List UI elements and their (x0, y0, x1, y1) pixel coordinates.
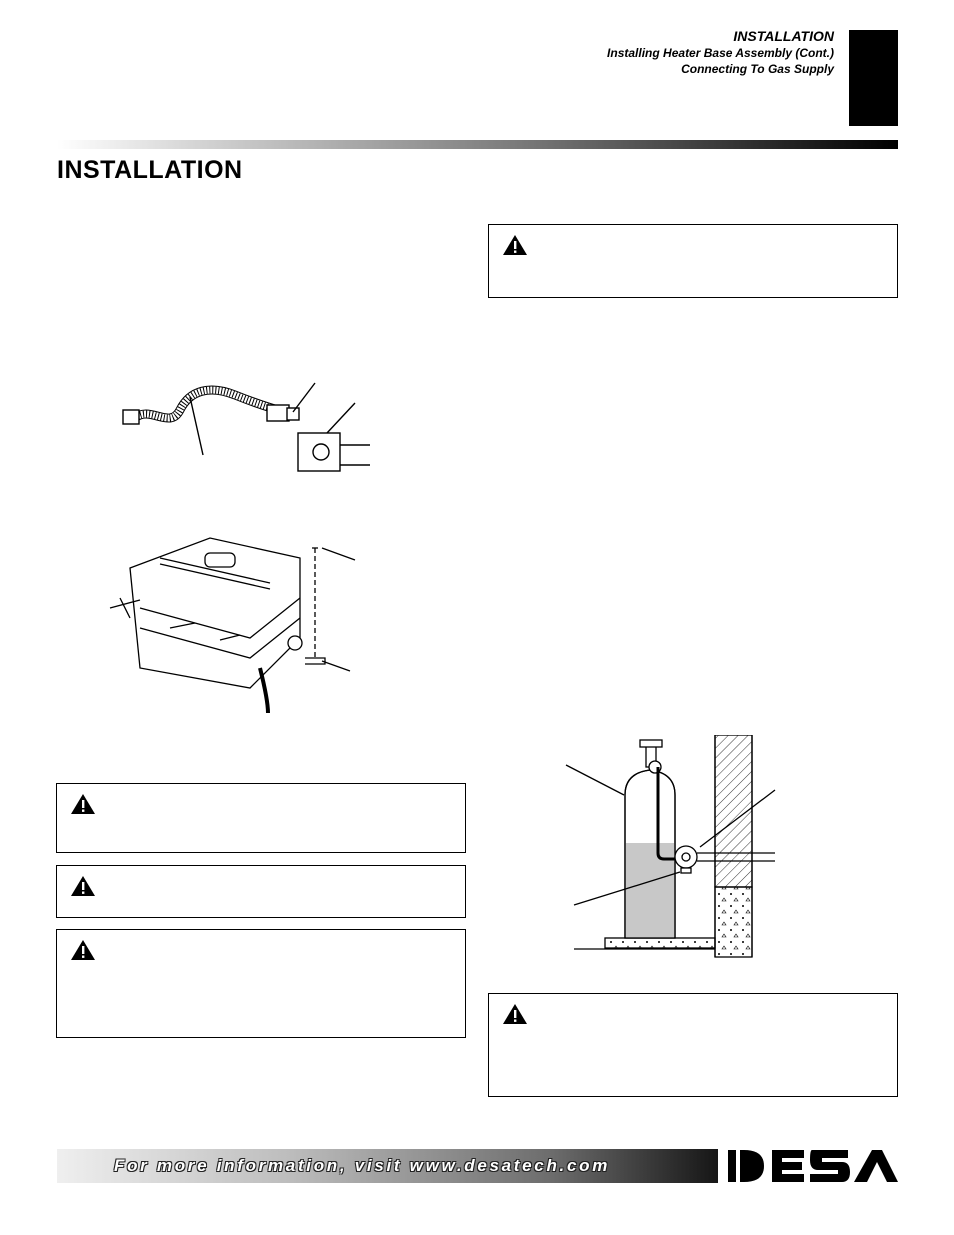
header-section-label: INSTALLATION (733, 28, 834, 44)
warning-triangle-icon (503, 235, 527, 255)
warning-triangle-icon (71, 794, 95, 814)
warning-triangle-icon (503, 1004, 527, 1024)
warning-box-left-3 (56, 929, 466, 1038)
warning-box-left-1 (56, 783, 466, 853)
warning-box-right-2 (488, 993, 898, 1097)
warning-triangle-icon (71, 876, 95, 896)
header-subtitle-1: Installing Heater Base Assembly (Cont.) (607, 46, 834, 60)
page-title: INSTALLATION (57, 156, 243, 184)
section-tab-marker (849, 30, 898, 126)
warning-box-left-2 (56, 865, 466, 918)
warning-box-right-1 (488, 224, 898, 298)
warning-triangle-icon (71, 940, 95, 960)
footer-bar: For more information, visit www.desatech… (57, 1149, 718, 1183)
header-rule (57, 140, 898, 149)
figure-base-assembly (109, 537, 356, 714)
figure-lp-tank-regulator (565, 735, 776, 958)
header-subtitle-2: Connecting To Gas Supply (681, 62, 834, 76)
figure-flex-connector (122, 382, 370, 472)
footer-website-text[interactable]: For more information, visit www.desatech… (114, 1156, 611, 1175)
desa-logo (728, 1150, 898, 1182)
